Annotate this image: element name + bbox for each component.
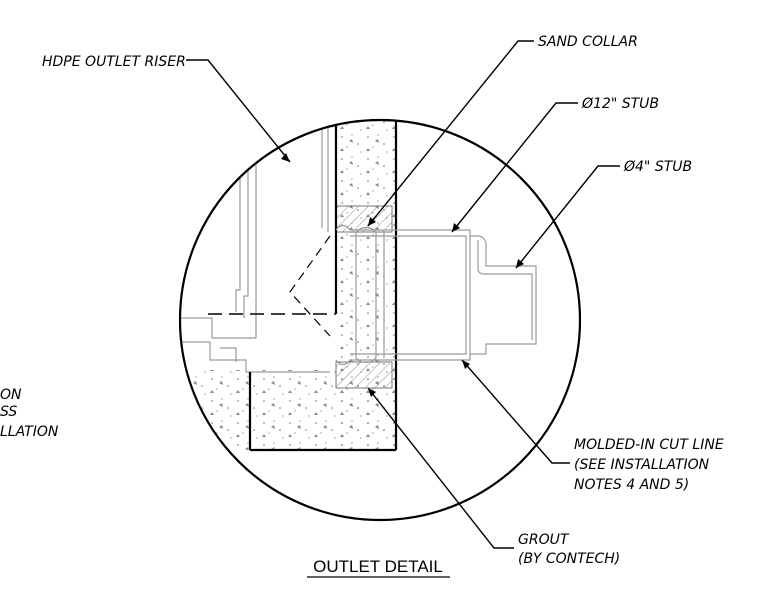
grout-label-1: GROUT xyxy=(518,532,570,548)
grout-label-2: (BY CONTECH) xyxy=(518,551,620,567)
detail-circle xyxy=(178,118,582,522)
hdpe-outlet-riser-label: HDPE OUTLET RISER xyxy=(42,54,186,70)
dashed-cone xyxy=(208,235,336,337)
sand-collar-label: SAND COLLAR xyxy=(538,34,638,50)
outlet-detail-title: OUTLET DETAIL xyxy=(313,557,443,576)
left-cut-label-1: ON xyxy=(0,387,22,403)
molded-cut-line-label-1: MOLDED-IN CUT LINE xyxy=(574,437,724,453)
leader-lines xyxy=(186,40,620,549)
stub-4-label: Ø4" STUB xyxy=(623,159,692,175)
detail-contents xyxy=(180,120,398,452)
hdpe-riser-outline xyxy=(180,120,330,373)
left-cut-label-2: SS xyxy=(0,404,17,420)
left-cut-label-3: LLATION xyxy=(0,424,59,440)
molded-cut-line-label-2: (SEE INSTALLATION xyxy=(574,457,710,473)
grout-hatch xyxy=(335,361,393,389)
molded-cut-line-label-3: NOTES 4 AND 5) xyxy=(574,477,689,493)
stub-pipes xyxy=(335,224,537,366)
stub-12-label: Ø12" STUB xyxy=(581,96,659,112)
